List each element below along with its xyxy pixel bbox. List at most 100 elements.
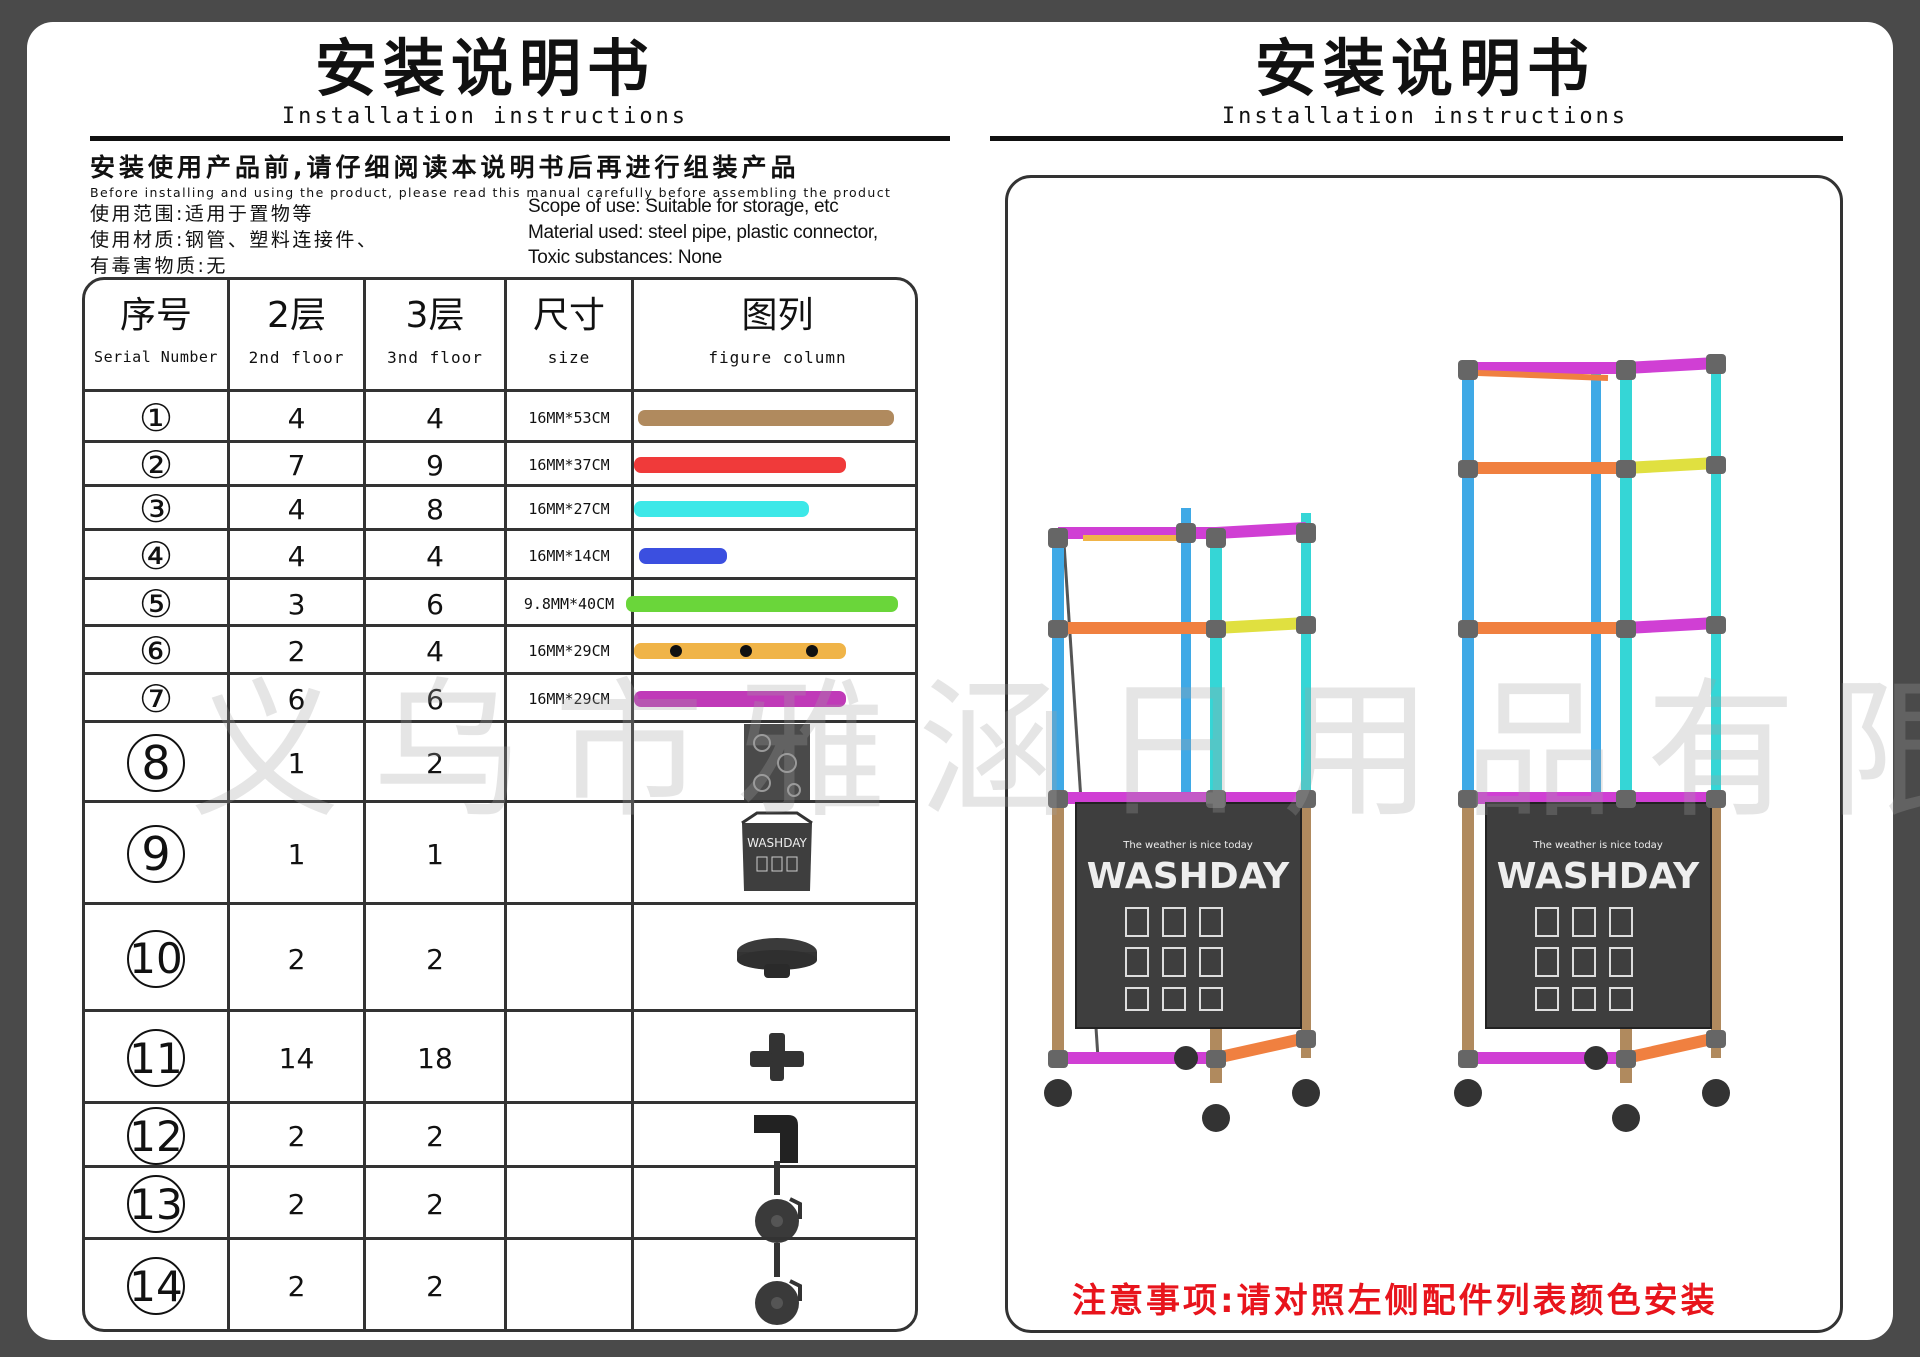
end-cap-icon (737, 937, 817, 978)
serial-number: ④ (138, 533, 174, 578)
part-size: 16MM*27CM (528, 500, 610, 518)
part-size: 16MM*29CM (528, 642, 610, 660)
svg-text:WASHDAY: WASHDAY (747, 836, 807, 850)
material-en: Material used: steel pipe, plastic conne… (528, 222, 878, 243)
serial-number: 9 (127, 825, 185, 883)
scope-zh: 使用范围:适用于置物等 (90, 203, 314, 225)
pipe-figure (638, 409, 894, 426)
header-size-en: size (547, 348, 591, 367)
qty-2-floor: 2 (287, 635, 306, 668)
header-3nd-en: 3nd floor (387, 348, 483, 367)
two-tier-rack: The weather is nice today WASHDAY (1044, 508, 1320, 1132)
row-divider (85, 800, 915, 803)
serial-number: ⑦ (138, 677, 174, 721)
qty-2-floor: 6 (287, 683, 306, 716)
three-tier-rack: The weather is nice today WASHDAY (1454, 354, 1730, 1132)
row-divider (85, 440, 915, 443)
intro-block: 安装使用产品前,请仔细阅读本说明书后再进行组装产品 Before install… (90, 148, 950, 200)
qty-2-floor: 1 (287, 747, 306, 780)
toxic-zh: 有毒害物质:无 (90, 255, 228, 277)
header-2nd-zh: 2层 (267, 295, 326, 336)
header-2nd-floor: 2层 2nd floor (230, 294, 363, 367)
product-illustration: The weather is nice today WASHDAY (1044, 354, 1730, 1132)
col-divider (631, 280, 634, 1329)
pipe-figure (639, 547, 727, 564)
row-divider (85, 577, 915, 580)
qty-3-floor: 6 (426, 683, 444, 716)
pipe-figure (634, 691, 846, 707)
serial-number: 14 (127, 1257, 185, 1315)
header-serial: 序号 Serial Number (85, 294, 227, 366)
serial-number: ① (138, 395, 174, 440)
shelf-cloth-icon (744, 724, 810, 802)
intro-line-en: Before installing and using the product,… (90, 185, 892, 200)
row-divider (85, 1009, 915, 1012)
left-title-en: Installation instructions (281, 104, 689, 129)
elbow-connector-icon (754, 1115, 798, 1163)
row-divider (85, 902, 915, 905)
bag-caption-left: The weather is nice today (1122, 840, 1253, 851)
toxic-en: Toxic substances: None (528, 247, 723, 268)
header-figure: 图列 figure column (634, 294, 915, 367)
qty-3-floor: 2 (426, 1120, 444, 1153)
col-divider (363, 280, 366, 1329)
material-zh: 使用材质:钢管、塑料连接件、 (90, 229, 379, 251)
wheel-with-brake-icon (755, 1161, 802, 1243)
header-3nd-zh: 3层 (405, 295, 465, 336)
serial-number: 10 (127, 929, 185, 988)
row-divider (85, 624, 915, 627)
header-serial-en: Serial Number (94, 348, 218, 366)
right-header: 安装说明书 Installation instructions (1110, 32, 1740, 130)
qty-2-floor: 14 (278, 1042, 315, 1075)
hole-icon (806, 645, 818, 657)
qty-2-floor: 2 (287, 1270, 306, 1303)
notice-text: 注意事项:请对照左侧配件列表颜色安装 (1072, 1281, 1718, 1321)
header-3nd-floor: 3层 3nd floor (366, 294, 504, 367)
right-header-rule (990, 136, 1843, 141)
product-panel: The weather is nice today WASHDAY (1005, 175, 1843, 1333)
qty-3-floor: 8 (426, 493, 444, 526)
qty-2-floor: 3 (287, 587, 306, 621)
left-title-zh: 安装说明书 (314, 32, 655, 105)
qty-3-floor: 9 (426, 449, 444, 482)
four-way-connector-icon (750, 1033, 804, 1081)
qty-2-floor: 1 (287, 838, 306, 871)
qty-3-floor: 4 (426, 635, 444, 668)
qty-3-floor: 2 (426, 1188, 444, 1221)
left-header: 安装说明书 Installation instructions (170, 32, 800, 130)
qty-3-floor: 4 (426, 539, 444, 573)
qty-2-floor: 4 (287, 539, 306, 573)
serial-number: ③ (138, 487, 174, 531)
header-2nd-en: 2nd floor (248, 348, 345, 367)
row-divider (85, 1237, 915, 1240)
qty-2-floor: 2 (287, 1188, 306, 1221)
qty-3-floor: 4 (426, 401, 444, 435)
qty-2-floor: 4 (287, 493, 306, 526)
pipe-figure (634, 501, 809, 517)
col-divider (504, 280, 507, 1329)
serial-number: 8 (127, 734, 185, 792)
serial-number: 12 (127, 1107, 185, 1165)
serial-number: 13 (127, 1175, 185, 1233)
left-header-rule (90, 136, 950, 141)
wheel-icon (755, 1243, 802, 1325)
qty-2-floor: 2 (287, 942, 306, 976)
hole-icon (670, 645, 682, 657)
qty-3-floor: 6 (426, 587, 444, 621)
row-divider (85, 528, 915, 531)
col-divider (227, 280, 230, 1329)
qty-2-floor: 7 (287, 449, 306, 482)
header-size-zh: 尺寸 (532, 295, 605, 336)
right-title-zh: 安装说明书 (1254, 32, 1595, 105)
qty-2-floor: 2 (287, 1120, 306, 1153)
scope-en: Scope of use: Suitable for storage, etc (528, 196, 839, 217)
row-divider (85, 1101, 915, 1104)
intro-line-zh: 安装使用产品前,请仔细阅读本说明书后再进行组装产品 (90, 153, 800, 182)
serial-number: 11 (127, 1029, 185, 1087)
part-size: 16MM*37CM (528, 456, 610, 474)
bag-brand-right: WASHDAY (1497, 856, 1700, 897)
part-size: 9.8MM*40CM (523, 594, 615, 613)
serial-number: ② (138, 443, 174, 487)
header-serial-zh: 序号 (119, 295, 192, 336)
pipe-figure (626, 595, 898, 612)
